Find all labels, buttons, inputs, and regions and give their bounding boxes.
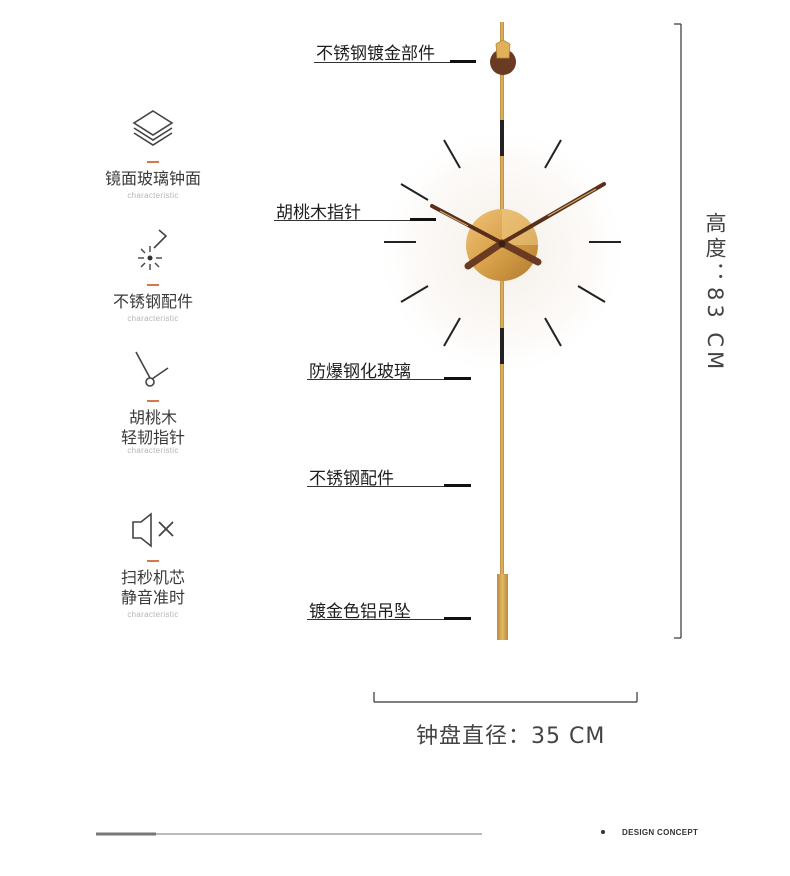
top-mount-gold	[495, 39, 511, 59]
callout-label: 防爆钢化玻璃	[309, 362, 411, 382]
footer-title: DESIGN CONCEPT	[622, 828, 699, 837]
rod-dark-segment	[500, 120, 504, 156]
callout-underline	[274, 220, 436, 221]
feature-label: 不锈钢配件	[112, 292, 193, 311]
callout-label: 不锈钢配件	[309, 469, 394, 489]
callout-tick	[444, 617, 471, 620]
feature-steel-parts: 不锈钢配件 characteristic	[98, 226, 208, 323]
feature-silent-movement: 扫秒机芯 静音准时 characteristic	[98, 508, 208, 619]
callout-label: 胡桃木指针	[276, 203, 361, 223]
feature-sub: characteristic	[127, 314, 179, 323]
callout-underline	[314, 62, 476, 63]
callout-label: 镀金色铝吊坠	[309, 602, 411, 622]
accent-dash	[147, 284, 159, 286]
diameter-label: 钟盘直径：35 CM	[416, 724, 606, 749]
rod-dark-segment	[500, 328, 504, 364]
footer-dot	[601, 830, 605, 834]
feature-walnut-hands: 胡桃木 轻韧指针 characteristic	[98, 348, 208, 455]
callout-tick	[410, 218, 436, 221]
callout-label: 不锈钢镀金部件	[316, 44, 435, 64]
feature-label: 胡桃木 轻韧指针	[120, 408, 185, 447]
feature-label: 镜面玻璃钟面	[104, 169, 201, 188]
accent-dash	[147, 400, 159, 402]
callout-tick	[450, 60, 476, 63]
callout-underline	[307, 379, 471, 380]
layers-icon	[132, 110, 174, 146]
diameter-dimension-line	[373, 692, 638, 703]
height-dimension-line	[674, 23, 682, 639]
clock-hands	[430, 182, 606, 270]
feature-mirror-glass: 镜面玻璃钟面 characteristic	[98, 105, 208, 200]
spark-icon	[138, 229, 168, 270]
callout-underline	[307, 486, 471, 487]
mute-speaker-icon	[132, 512, 174, 548]
callout-tick	[444, 377, 471, 380]
height-label: 高度：83 CM	[703, 212, 727, 374]
feature-sub: characteristic	[127, 446, 179, 455]
callout-underline	[307, 619, 471, 620]
clock-hands-icon	[135, 351, 169, 387]
accent-dash	[147, 560, 159, 562]
feature-label: 扫秒机芯 静音准时	[120, 568, 185, 607]
pendulum-weight	[497, 574, 508, 640]
feature-sub: characteristic	[127, 191, 179, 200]
feature-sub: characteristic	[127, 610, 179, 619]
accent-dash	[147, 161, 159, 163]
callout-tick	[444, 484, 471, 487]
pendulum-rod	[500, 22, 504, 620]
